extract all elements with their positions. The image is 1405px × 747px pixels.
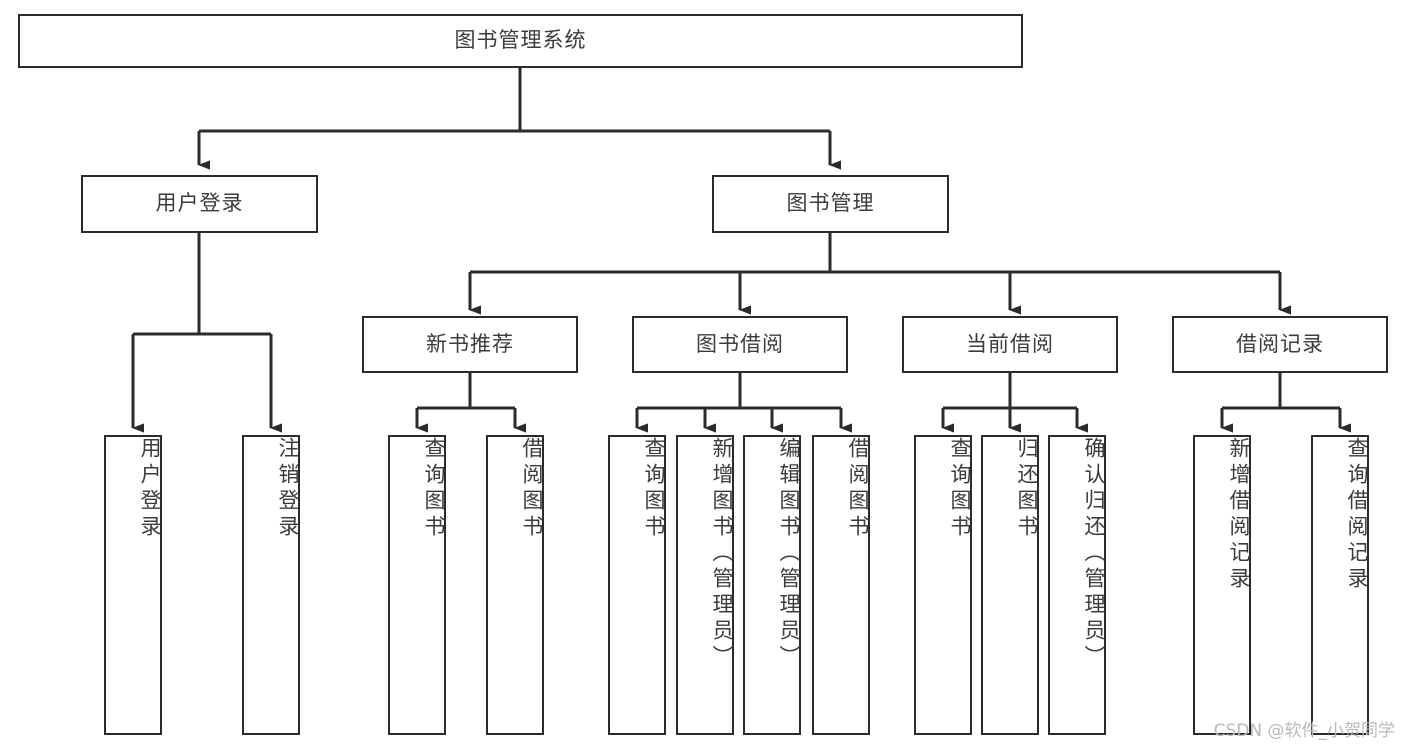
node-borrowing-record[interactable]: 借阅记录 [1172, 316, 1388, 373]
csdn-watermark: CSDN @软件_小贺同学 [1213, 721, 1395, 741]
node-current-borrowing[interactable]: 当前借阅 [902, 316, 1118, 373]
node-book-borrowing[interactable]: 图书借阅 [632, 316, 848, 373]
node-leaf-logout[interactable]: 注销登录 [242, 435, 300, 735]
node-label: 借阅图书 [520, 437, 544, 541]
node-leaf-edit-book-admin[interactable]: 编辑图书（管理员） [743, 435, 801, 735]
node-label: 新书推荐 [426, 331, 514, 356]
node-label: 借阅图书 [846, 437, 870, 541]
node-leaf-user-login[interactable]: 用户登录 [104, 435, 162, 735]
node-label: 用户登录 [155, 191, 244, 216]
node-leaf-add-borrow-record[interactable]: 新增借阅记录 [1193, 435, 1251, 735]
node-label: 新增借阅记录 [1227, 437, 1251, 593]
node-leaf-return-book[interactable]: 归还图书 [981, 435, 1039, 735]
node-label: 注销登录 [276, 437, 300, 541]
node-label: 借阅记录 [1236, 331, 1324, 356]
node-label: 编辑图书（管理员） [777, 437, 801, 671]
node-leaf-query-book-current[interactable]: 查询图书 [914, 435, 972, 735]
node-label: 查询图书 [642, 437, 666, 541]
node-label: 确认归还（管理员） [1082, 437, 1106, 671]
node-label: 新增图书（管理员） [710, 437, 734, 671]
node-label: 归还图书 [1015, 437, 1039, 541]
node-label: 图书借阅 [696, 331, 784, 356]
node-leaf-query-borrow-record[interactable]: 查询借阅记录 [1311, 435, 1369, 735]
node-book-management[interactable]: 图书管理 [712, 175, 949, 233]
node-leaf-add-book-admin[interactable]: 新增图书（管理员） [676, 435, 734, 735]
node-leaf-borrow-book-new[interactable]: 借阅图书 [486, 435, 544, 735]
node-label: 查询图书 [948, 437, 972, 541]
node-leaf-query-book-borrow[interactable]: 查询图书 [608, 435, 666, 735]
node-label: 查询图书 [422, 437, 446, 541]
node-leaf-borrow-book[interactable]: 借阅图书 [812, 435, 870, 735]
node-label: 用户登录 [138, 437, 162, 541]
node-leaf-confirm-return-admin[interactable]: 确认归还（管理员） [1048, 435, 1106, 735]
node-label: 当前借阅 [966, 331, 1054, 356]
node-leaf-query-book-new[interactable]: 查询图书 [388, 435, 446, 735]
node-label: 图书管理 [786, 191, 875, 216]
node-new-book-recommendation[interactable]: 新书推荐 [362, 316, 578, 373]
node-label: 图书管理系统 [454, 28, 587, 53]
node-root-book-management-system[interactable]: 图书管理系统 [18, 14, 1023, 68]
node-label: 查询借阅记录 [1345, 437, 1369, 593]
node-user-login[interactable]: 用户登录 [81, 175, 318, 233]
